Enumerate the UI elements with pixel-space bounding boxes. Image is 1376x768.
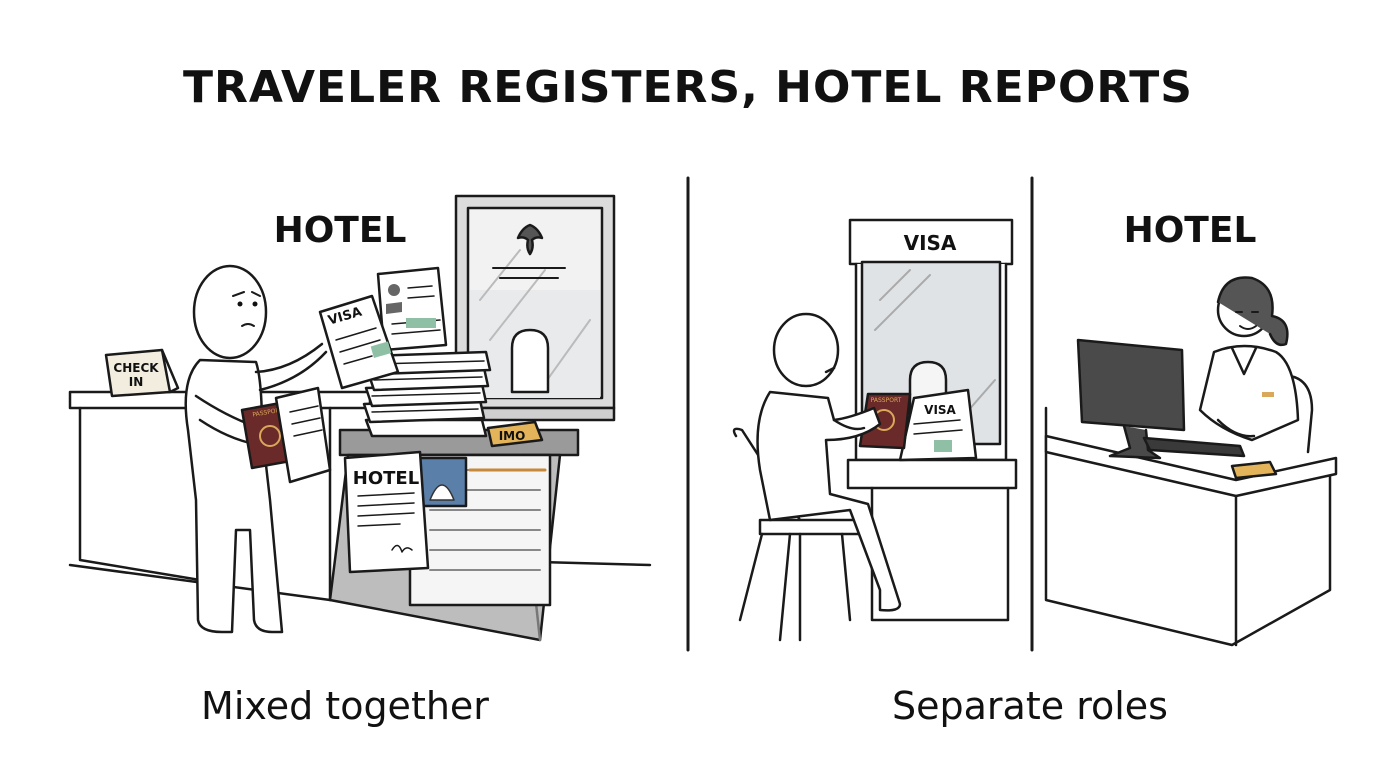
hotel-form-heading: HOTEL <box>353 468 419 489</box>
hotel-sign-right: HOTEL <box>1124 210 1257 251</box>
person-photo-icon <box>388 284 400 296</box>
caption-separate: Separate roles <box>892 684 1168 728</box>
page-title: TRAVELER REGISTERS, HOTEL REPORTS <box>182 62 1193 113</box>
eagle-emblem-icon <box>516 223 544 256</box>
hotel-form: HOTEL <box>343 450 430 574</box>
name-plate <box>1230 460 1278 480</box>
visa-document-right-label: VISA <box>924 403 956 417</box>
figure-eye-icon <box>237 301 243 307</box>
check-in-sign-line1: CHECK <box>113 361 159 375</box>
visa-section: VISA VISA PASSPORT <box>732 218 1018 642</box>
check-in-sign: CHECK IN <box>104 348 180 398</box>
check-in-sign-line2: IN <box>129 375 144 389</box>
hotel-section: HOTEL <box>1044 210 1338 647</box>
left-panel: CHECK IN <box>68 194 652 642</box>
keyboard-icon <box>1142 436 1246 458</box>
floor-line-right <box>538 560 652 567</box>
government-booth <box>438 194 616 422</box>
passport-right-label: PASSPORT <box>871 397 902 404</box>
traveler-figure-right <box>756 312 902 612</box>
visa-booth-sign: VISA <box>904 231 957 255</box>
receptionist-figure <box>1198 276 1300 442</box>
imo-counter <box>328 428 580 642</box>
visa-document-right: VISA <box>898 388 978 462</box>
passport-emblem-icon <box>259 425 281 447</box>
chair <box>732 427 862 642</box>
caption-mixed: Mixed together <box>201 684 489 728</box>
visa-document-left: VISA <box>318 294 400 390</box>
imo-tag-text: IMO <box>499 429 526 443</box>
paper-stack <box>362 350 492 438</box>
computer-monitor-icon <box>1076 338 1186 460</box>
id-document <box>376 266 448 352</box>
imo-tag: IMO <box>486 420 544 448</box>
hotel-sign-left: HOTEL <box>274 210 407 251</box>
